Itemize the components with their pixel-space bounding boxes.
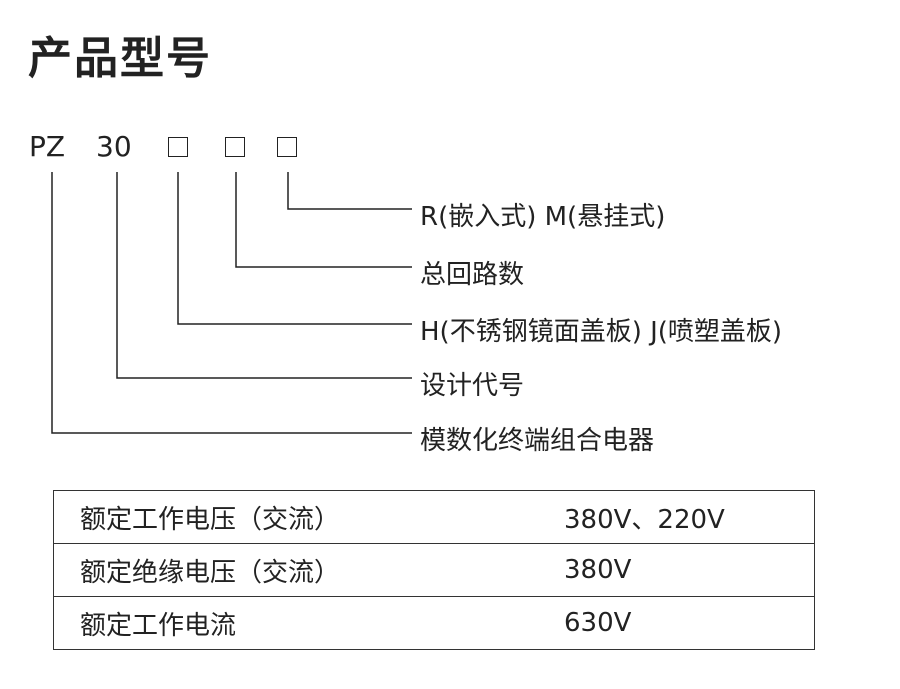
spec-name: 额定工作电压（交流） <box>53 490 510 544</box>
model-prefix: PZ <box>29 130 66 163</box>
legend-mount-type: R(嵌入式) M(悬挂式) <box>420 202 666 232</box>
placeholder-box-2 <box>225 137 245 157</box>
connector-mount-type <box>287 172 412 210</box>
connector-circuit-count <box>235 172 412 268</box>
model-series: 30 <box>96 130 132 163</box>
table-row: 额定工作电压（交流） 380V、220V <box>53 490 815 544</box>
spec-value: 630V <box>510 596 815 650</box>
table-row: 额定绝缘电压（交流） 380V <box>53 543 815 597</box>
table-row: 额定工作电流 630V <box>53 596 815 650</box>
spec-value: 380V <box>510 543 815 597</box>
connector-design-code <box>116 172 412 379</box>
connector-cover-type <box>177 172 412 325</box>
page-title: 产品型号 <box>28 33 212 84</box>
legend-cover-type: H(不锈钢镜面盖板) J(喷塑盖板) <box>420 317 783 347</box>
legend-circuit-count: 总回路数 <box>420 260 525 290</box>
legend-design-code: 设计代号 <box>420 371 525 401</box>
placeholder-box-3 <box>277 137 297 157</box>
placeholder-box-1 <box>168 137 188 157</box>
legend-product-name: 模数化终端组合电器 <box>420 426 655 456</box>
connector-product-name <box>51 172 412 434</box>
spec-name: 额定绝缘电压（交流） <box>53 543 510 597</box>
spec-value: 380V、220V <box>510 490 815 544</box>
spec-table: 额定工作电压（交流） 380V、220V 额定绝缘电压（交流） 380V 额定工… <box>53 490 815 650</box>
spec-name: 额定工作电流 <box>53 596 510 650</box>
